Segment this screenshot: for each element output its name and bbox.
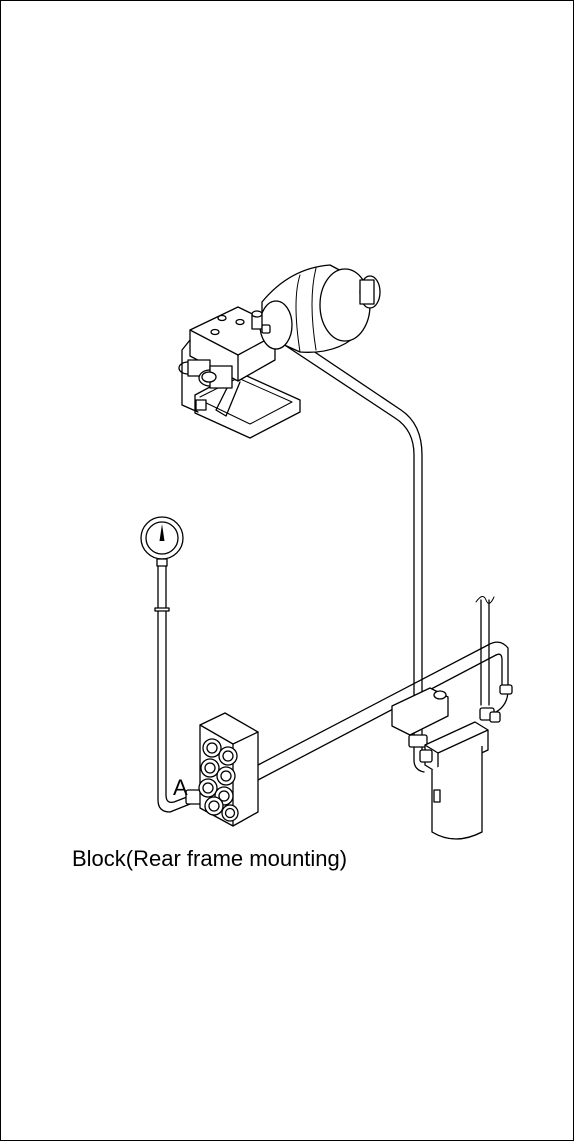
pressure-gauge	[141, 517, 183, 566]
point-a-label: A	[173, 775, 188, 800]
filter-assembly	[392, 685, 512, 839]
quick-coupler-4	[217, 767, 235, 785]
block-caption: Block(Rear frame mounting)	[72, 846, 348, 871]
quick-coupler-7	[205, 797, 223, 815]
quick-coupler-2	[219, 747, 237, 765]
quick-coupler-8	[222, 805, 238, 821]
quick-coupler-3	[201, 759, 219, 777]
quick-coupler-1	[203, 739, 221, 757]
branch-line	[476, 596, 494, 705]
gauge-hose	[155, 566, 202, 812]
test-port-block	[199, 713, 258, 826]
quick-coupler-5	[199, 779, 217, 797]
pump-assembly	[179, 265, 380, 438]
